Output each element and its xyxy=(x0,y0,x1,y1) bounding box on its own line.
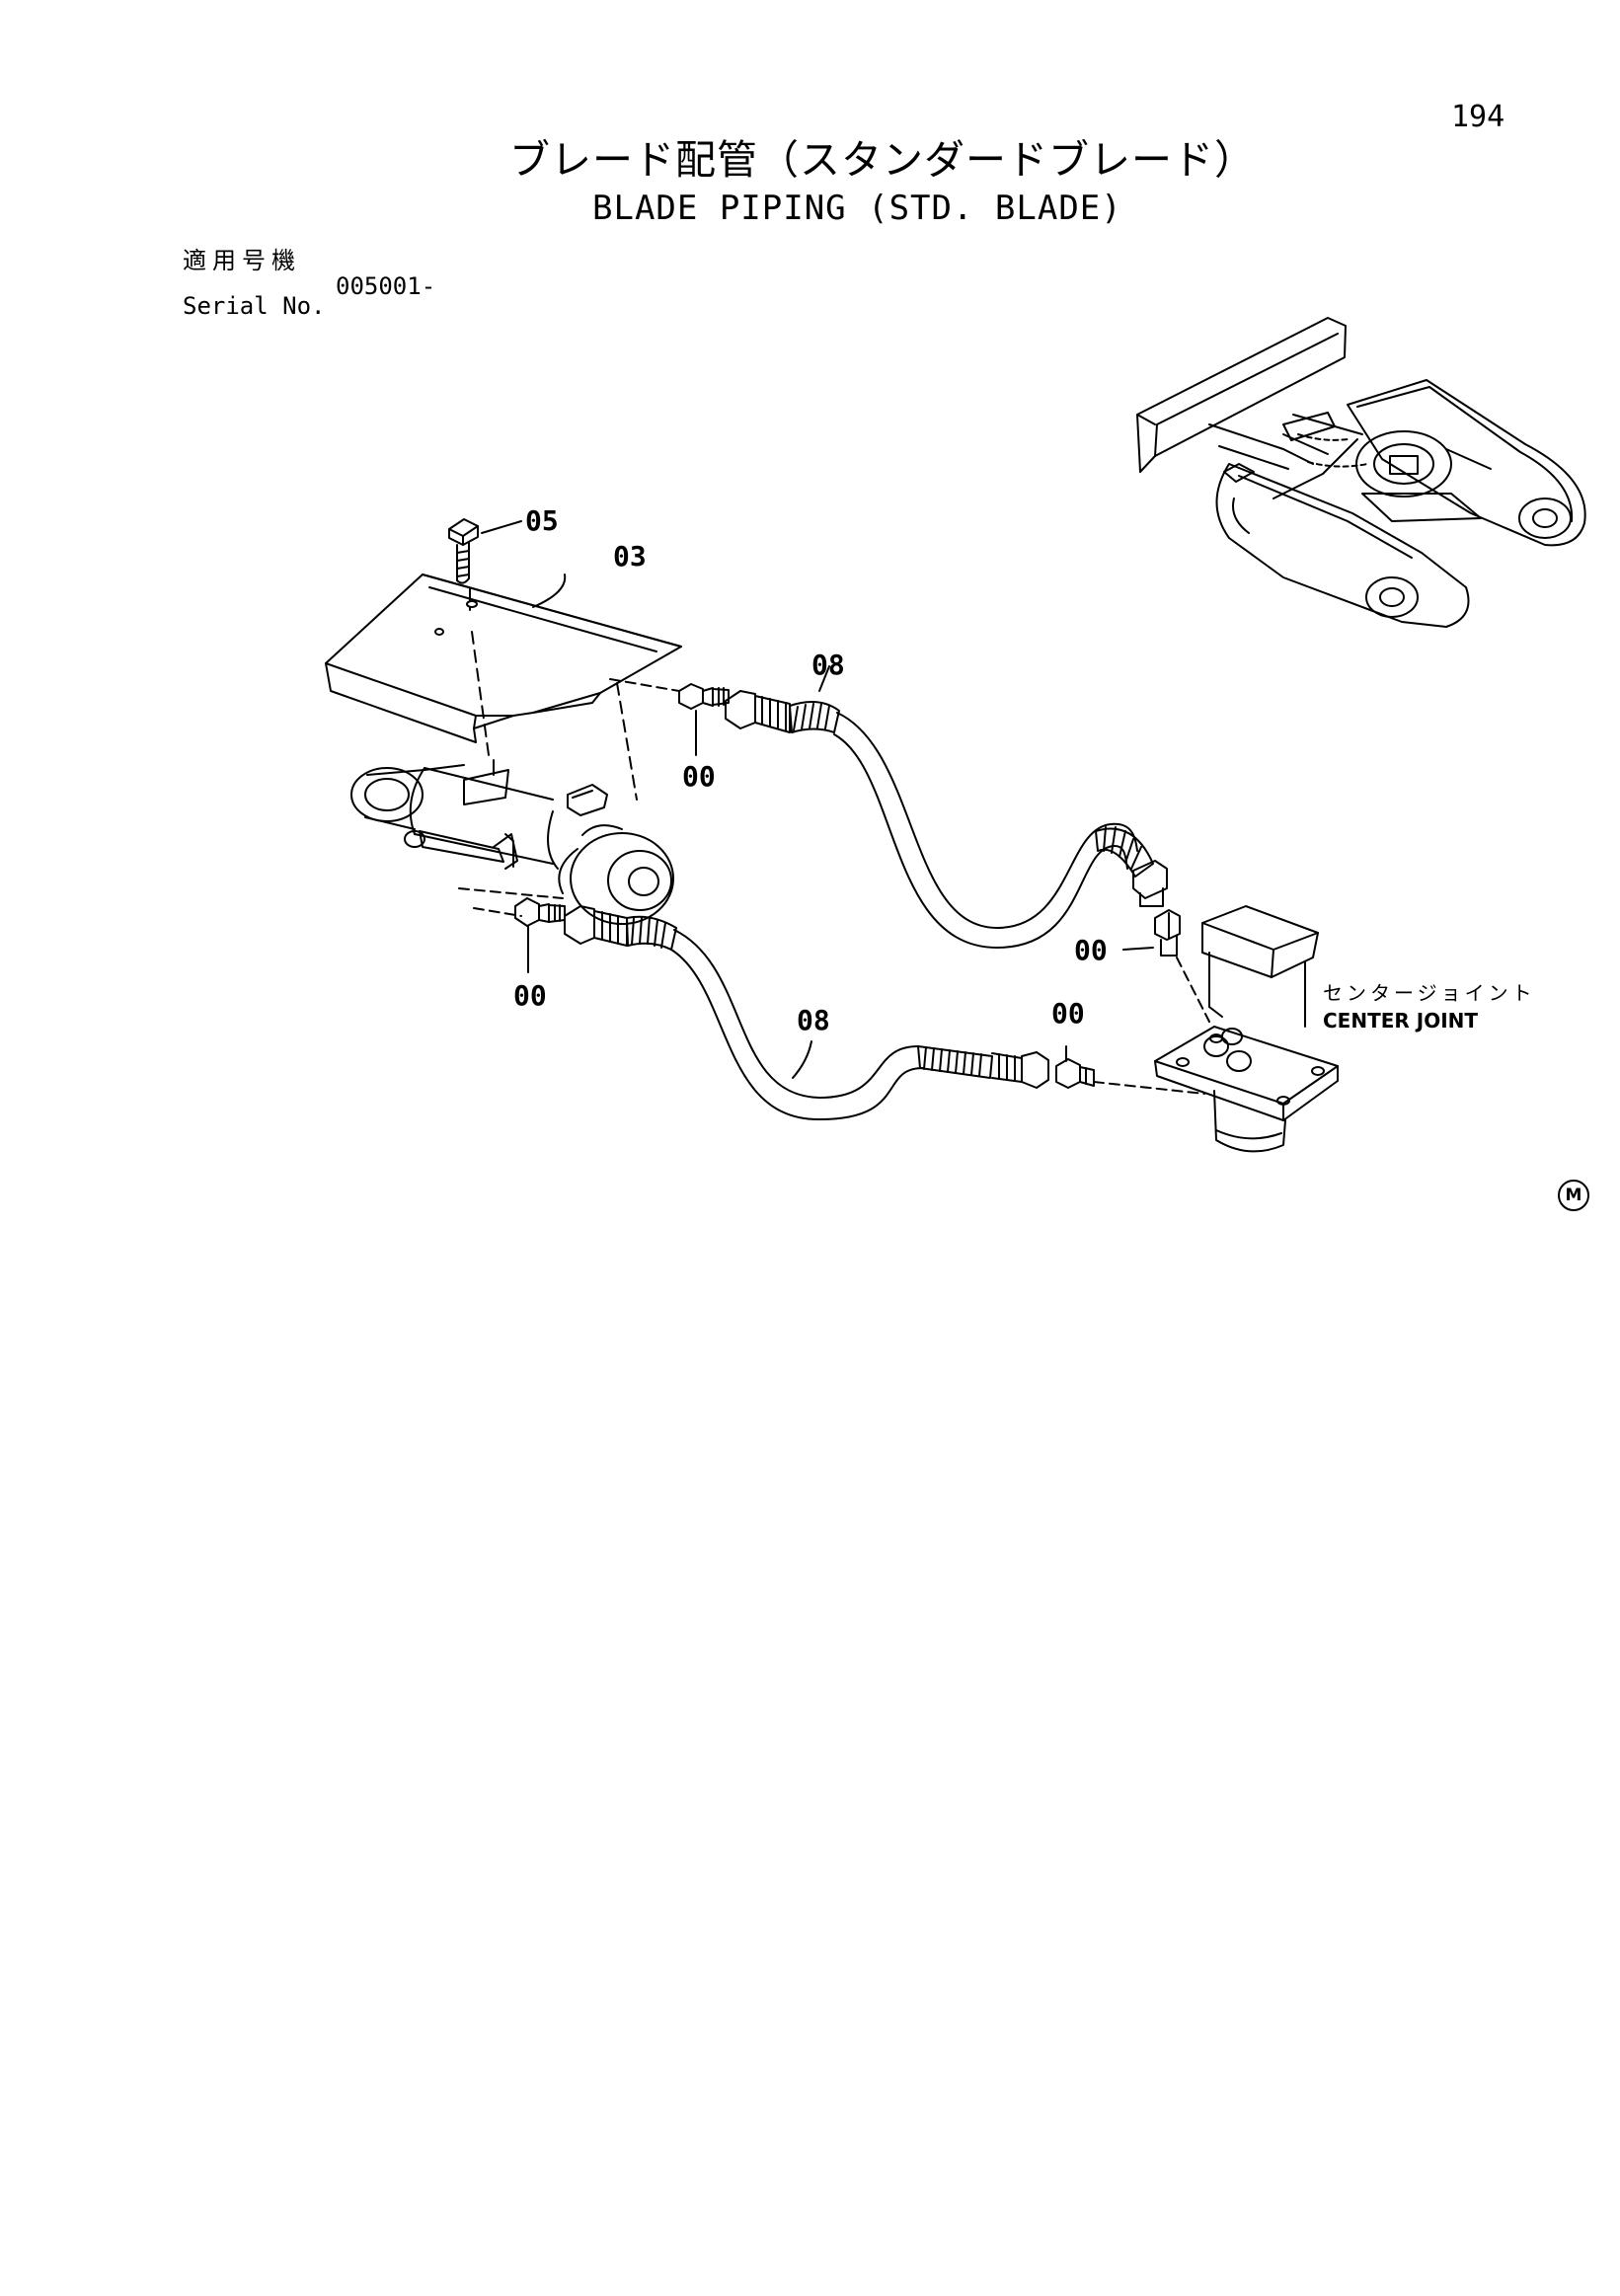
callout-label-08-lower: 08 xyxy=(797,1004,830,1036)
machine-overview-illustration xyxy=(1136,317,1586,628)
serial-label-english: Serial No. xyxy=(183,292,326,320)
assembly-guide-line-bolt xyxy=(469,587,490,756)
lower-cylinder-fitting-part xyxy=(514,897,566,927)
callout-label-00-upper-left: 00 xyxy=(682,760,716,793)
center-joint-label-japanese: センタージョイント xyxy=(1323,981,1536,1005)
center-joint-label-english: CENTER JOINT xyxy=(1323,1009,1479,1033)
serial-label-japanese: 適用号機 xyxy=(183,247,301,274)
bolt-part xyxy=(448,518,479,584)
callout-label-08-upper: 08 xyxy=(811,649,845,681)
callout-label-00-center-joint-upper: 00 xyxy=(1074,934,1108,966)
upper-hose-part xyxy=(725,690,1168,949)
cover-bolt-hole xyxy=(466,600,478,608)
center-joint-part xyxy=(1154,905,1339,1153)
assembly-guide-line-cover xyxy=(616,682,638,801)
center-joint-lower-fitting-part xyxy=(1055,1058,1095,1089)
callout-label-03: 03 xyxy=(613,540,647,573)
callout-label-05: 05 xyxy=(525,504,559,537)
assembly-guide-line-upper-fitting xyxy=(609,678,680,692)
page-number: 194 xyxy=(1451,100,1505,134)
m-circle-symbol: M xyxy=(1558,1180,1589,1211)
assembly-guide-line-center-joint-lower xyxy=(1093,1081,1205,1095)
cylinder-cover-part xyxy=(325,574,682,743)
page-title-japanese: ブレード配管（スタンダードブレード） xyxy=(509,136,1256,184)
callout-label-00-center-joint-lower: 00 xyxy=(1051,997,1085,1030)
callout-label-00-lower-left: 00 xyxy=(513,979,547,1012)
serial-number-value: 005001- xyxy=(336,272,436,300)
assembly-guide-line-center-joint-upper xyxy=(1176,957,1210,1023)
center-joint-upper-fitting-part xyxy=(1154,909,1181,957)
blade-cylinder-part xyxy=(350,759,674,925)
callout-leader-center-joint-upper xyxy=(1122,947,1154,951)
lower-hose-part xyxy=(564,905,1049,1121)
assembly-guide-line-lower-fitting xyxy=(458,887,564,917)
upper-cylinder-fitting-part xyxy=(678,683,730,710)
page-title-english: BLADE PIPING (STD. BLADE) xyxy=(592,189,1122,228)
callout-leader-lines xyxy=(481,520,1067,1079)
